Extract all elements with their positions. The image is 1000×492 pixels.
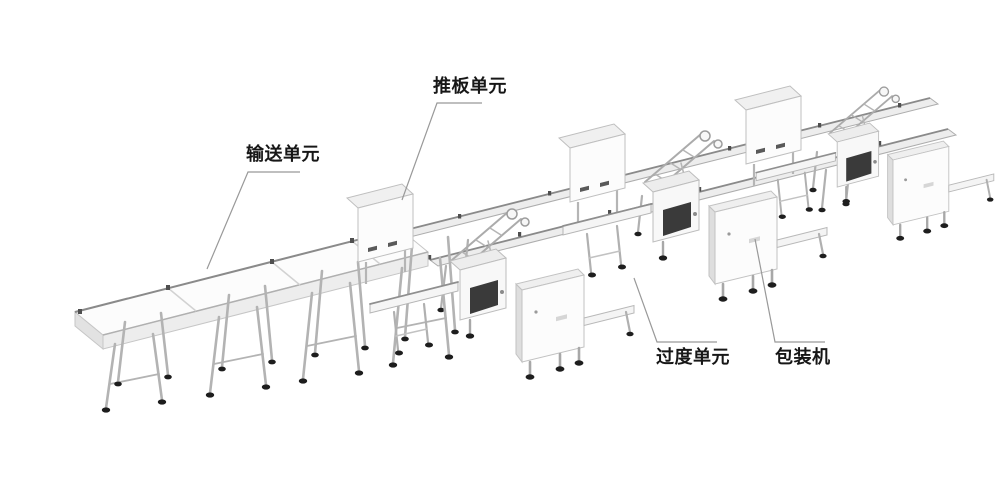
label-wrapper-machine: 包装机 — [775, 347, 831, 367]
label-conveying-unit: 输送单元 — [246, 144, 320, 164]
label-transition-unit: 过度单元 — [656, 347, 730, 367]
conveyor-feet — [101, 329, 459, 413]
pusher-unit-2 — [557, 122, 627, 226]
leg-frame-2 — [208, 284, 274, 395]
leader-wrapper-machine — [754, 238, 825, 343]
leader-conveying-unit — [206, 171, 300, 270]
label-pusher-unit: 推板单元 — [433, 76, 507, 96]
leg-frame-3 — [301, 260, 367, 381]
leader-transition-unit — [633, 277, 717, 343]
leader-pusher-unit — [401, 102, 482, 201]
